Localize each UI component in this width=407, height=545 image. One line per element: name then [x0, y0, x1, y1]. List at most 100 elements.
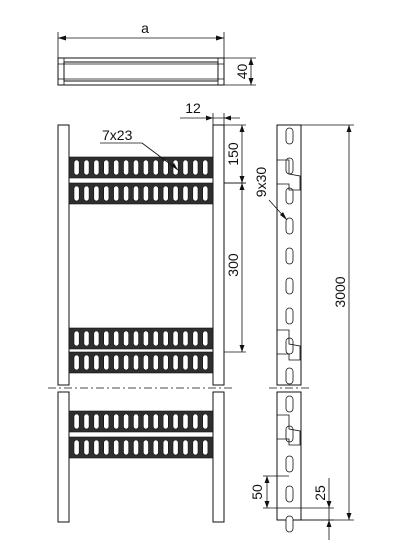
rung-slot — [202, 185, 209, 202]
rung — [68, 182, 214, 205]
label-a: a — [141, 20, 149, 36]
rail-slot — [285, 367, 294, 385]
label-3000: 3000 — [332, 276, 348, 307]
rung-slot — [133, 159, 139, 176]
rung-slot — [182, 159, 189, 176]
rung-slot — [83, 413, 90, 430]
arrow-40-bottom — [248, 78, 254, 85]
rung-slot — [103, 330, 110, 347]
arrow-3000-top — [346, 125, 352, 132]
rung-slot — [192, 354, 199, 371]
rung-slot — [182, 439, 189, 456]
rung-slot — [152, 159, 159, 176]
rung-slot — [83, 159, 90, 176]
arrow-12-right — [224, 115, 231, 121]
rung-slot — [133, 439, 139, 456]
rung-slot — [143, 354, 149, 371]
rung-slot — [152, 185, 159, 202]
label-25: 25 — [312, 485, 328, 501]
arrow-300-bottom — [239, 345, 245, 352]
arrow-150-bottom — [239, 176, 245, 183]
rung-slot — [93, 330, 100, 347]
rung-slot — [113, 354, 120, 371]
label-300: 300 — [225, 253, 241, 277]
rung-slot — [202, 330, 209, 347]
arrow-300-top — [239, 183, 245, 190]
rung-slot — [83, 439, 90, 456]
rung-slot — [133, 413, 139, 430]
rung-slot — [162, 354, 169, 371]
rung-slot — [143, 413, 149, 430]
label-50: 50 — [249, 484, 265, 500]
rail-slot — [285, 217, 294, 235]
rung-slot — [162, 330, 169, 347]
top-view-inner — [63, 61, 219, 82]
arrow-a-right — [216, 35, 224, 41]
left-rail-lower — [57, 391, 70, 523]
arrow-a-left — [58, 35, 66, 41]
rail-slot — [285, 127, 294, 145]
rung-slot — [73, 354, 80, 371]
label-12: 12 — [185, 100, 201, 116]
rung-slot — [172, 439, 179, 456]
arrow-40-top — [248, 58, 254, 65]
label-40: 40 — [234, 64, 250, 80]
rung-slot — [202, 413, 209, 430]
rung — [68, 410, 214, 433]
rung-slot — [113, 413, 120, 430]
rung-slot — [133, 185, 139, 202]
rung-slot — [73, 330, 80, 347]
rail-slot — [285, 337, 294, 355]
dimension-150: 150 — [224, 124, 246, 184]
dimension-a: a — [57, 20, 225, 58]
dimension-50: 50 — [249, 475, 289, 509]
rung-slot — [182, 330, 189, 347]
rail-slot — [285, 425, 294, 443]
rung-slot — [123, 413, 129, 430]
arrow-3000-bottom — [346, 513, 352, 520]
rung-slot — [83, 330, 90, 347]
rung-slot — [93, 159, 100, 176]
rung-slot — [172, 330, 179, 347]
rung-slot — [73, 413, 80, 430]
rung-slot — [93, 439, 100, 456]
rung-slot — [182, 185, 189, 202]
top-view — [57, 57, 225, 86]
rung-slot — [143, 330, 149, 347]
rung-slot — [172, 413, 179, 430]
rung-slot — [162, 159, 169, 176]
arrow-25-bottom — [326, 520, 332, 527]
label-7x23: 7x23 — [102, 127, 133, 143]
rung-slot — [113, 185, 120, 202]
rung-bracket-2 — [277, 329, 301, 361]
rung-slot — [192, 439, 199, 456]
rung-slot — [123, 354, 129, 371]
rung-slot — [202, 439, 209, 456]
rung-slot — [172, 185, 179, 202]
rung-slot — [103, 413, 110, 430]
rung-slot — [93, 185, 100, 202]
rung-slot — [152, 354, 159, 371]
rung-slot — [172, 354, 179, 371]
rung-slot — [93, 413, 100, 430]
rung-slot — [113, 439, 120, 456]
rail-slot — [285, 485, 294, 503]
rung-slot — [113, 159, 120, 176]
rung-slot — [83, 354, 90, 371]
rung-slot — [182, 354, 189, 371]
rung-slot — [103, 159, 110, 176]
rung-slot — [202, 354, 209, 371]
arrow-7x23 — [171, 163, 178, 170]
dimension-40: 40 — [224, 57, 256, 86]
rung-slot — [143, 185, 149, 202]
rail-slot — [285, 307, 294, 325]
arrow-9x30 — [280, 212, 287, 220]
rung-slot — [113, 330, 120, 347]
rung-slot — [123, 185, 129, 202]
rail-slot — [285, 455, 294, 473]
rung-slot — [133, 330, 139, 347]
rung-slot — [192, 159, 199, 176]
rung-slot — [162, 413, 169, 430]
dimension-3000: 3000 — [301, 124, 354, 521]
